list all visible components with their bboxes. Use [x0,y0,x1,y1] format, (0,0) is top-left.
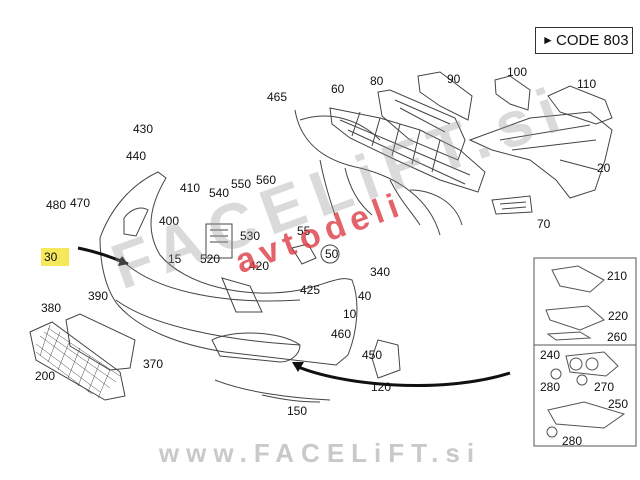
wiring-harness-drawing [294,109,441,236]
part-label-460: 460 [331,327,351,341]
part-label-10: 10 [343,307,357,321]
part-label-340: 340 [370,265,390,279]
part-label-150: 150 [287,404,307,418]
part-label-540: 540 [209,186,229,200]
part-label-520: 520 [200,252,220,266]
part-label-440: 440 [126,149,146,163]
part-label-260: 260 [607,330,627,344]
part-label-430: 430 [133,122,153,136]
part-label-280: 280 [562,434,582,448]
part-label-30: 30 [44,250,58,264]
part-label-270: 270 [594,380,614,394]
part-label-120: 120 [371,380,391,394]
part-label-380: 380 [41,301,61,315]
part-label-60: 60 [331,82,345,96]
part-label-55: 55 [297,224,311,238]
part-label-110: 110 [577,77,596,91]
part-label-200: 200 [35,369,55,383]
bracket-80-drawing [377,89,466,161]
carrier-20-drawing [468,111,613,199]
part-label-100: 100 [507,65,527,79]
part-label-90: 90 [447,72,461,86]
grille-200-drawing [29,321,126,401]
part-label-280: 280 [540,380,560,394]
part-label-250: 250 [608,397,628,411]
part-label-550: 550 [231,177,251,191]
part-label-480: 480 [46,198,66,212]
part-30-highlight [41,248,69,266]
part-label-465: 465 [267,90,287,104]
part-label-50: 50 [325,247,339,261]
code-label: CODE 803 [556,32,629,49]
part-label-425: 425 [300,283,320,297]
part-label-410: 410 [180,181,200,195]
part-label-370: 370 [143,357,163,371]
part-label-400: 400 [159,214,179,228]
pointer-arrow-lower [295,364,511,388]
part-label-420: 420 [249,259,269,273]
part-label-560: 560 [256,173,276,187]
part-label-80: 80 [370,74,384,88]
part-label-390: 390 [88,289,108,303]
watermark-bottom: www.FACELiFT.si [158,438,482,468]
part-label-220: 220 [608,309,628,323]
part-label-40: 40 [358,289,372,303]
part-label-530: 530 [240,229,260,243]
part-label-450: 450 [362,348,382,362]
part-label-210: 210 [607,269,627,283]
part-label-470: 470 [70,196,90,210]
inset-panel [533,257,637,447]
impact-absorber-drawing [329,107,486,193]
code-box: ► CODE 803 [535,27,633,54]
part-label-20: 20 [597,161,611,175]
part-label-240: 240 [540,348,560,362]
part-label-15: 15 [168,252,182,266]
part-label-70: 70 [537,217,551,231]
bumper-cover-drawing [99,171,358,366]
arrow-right-icon: ► [542,33,554,47]
